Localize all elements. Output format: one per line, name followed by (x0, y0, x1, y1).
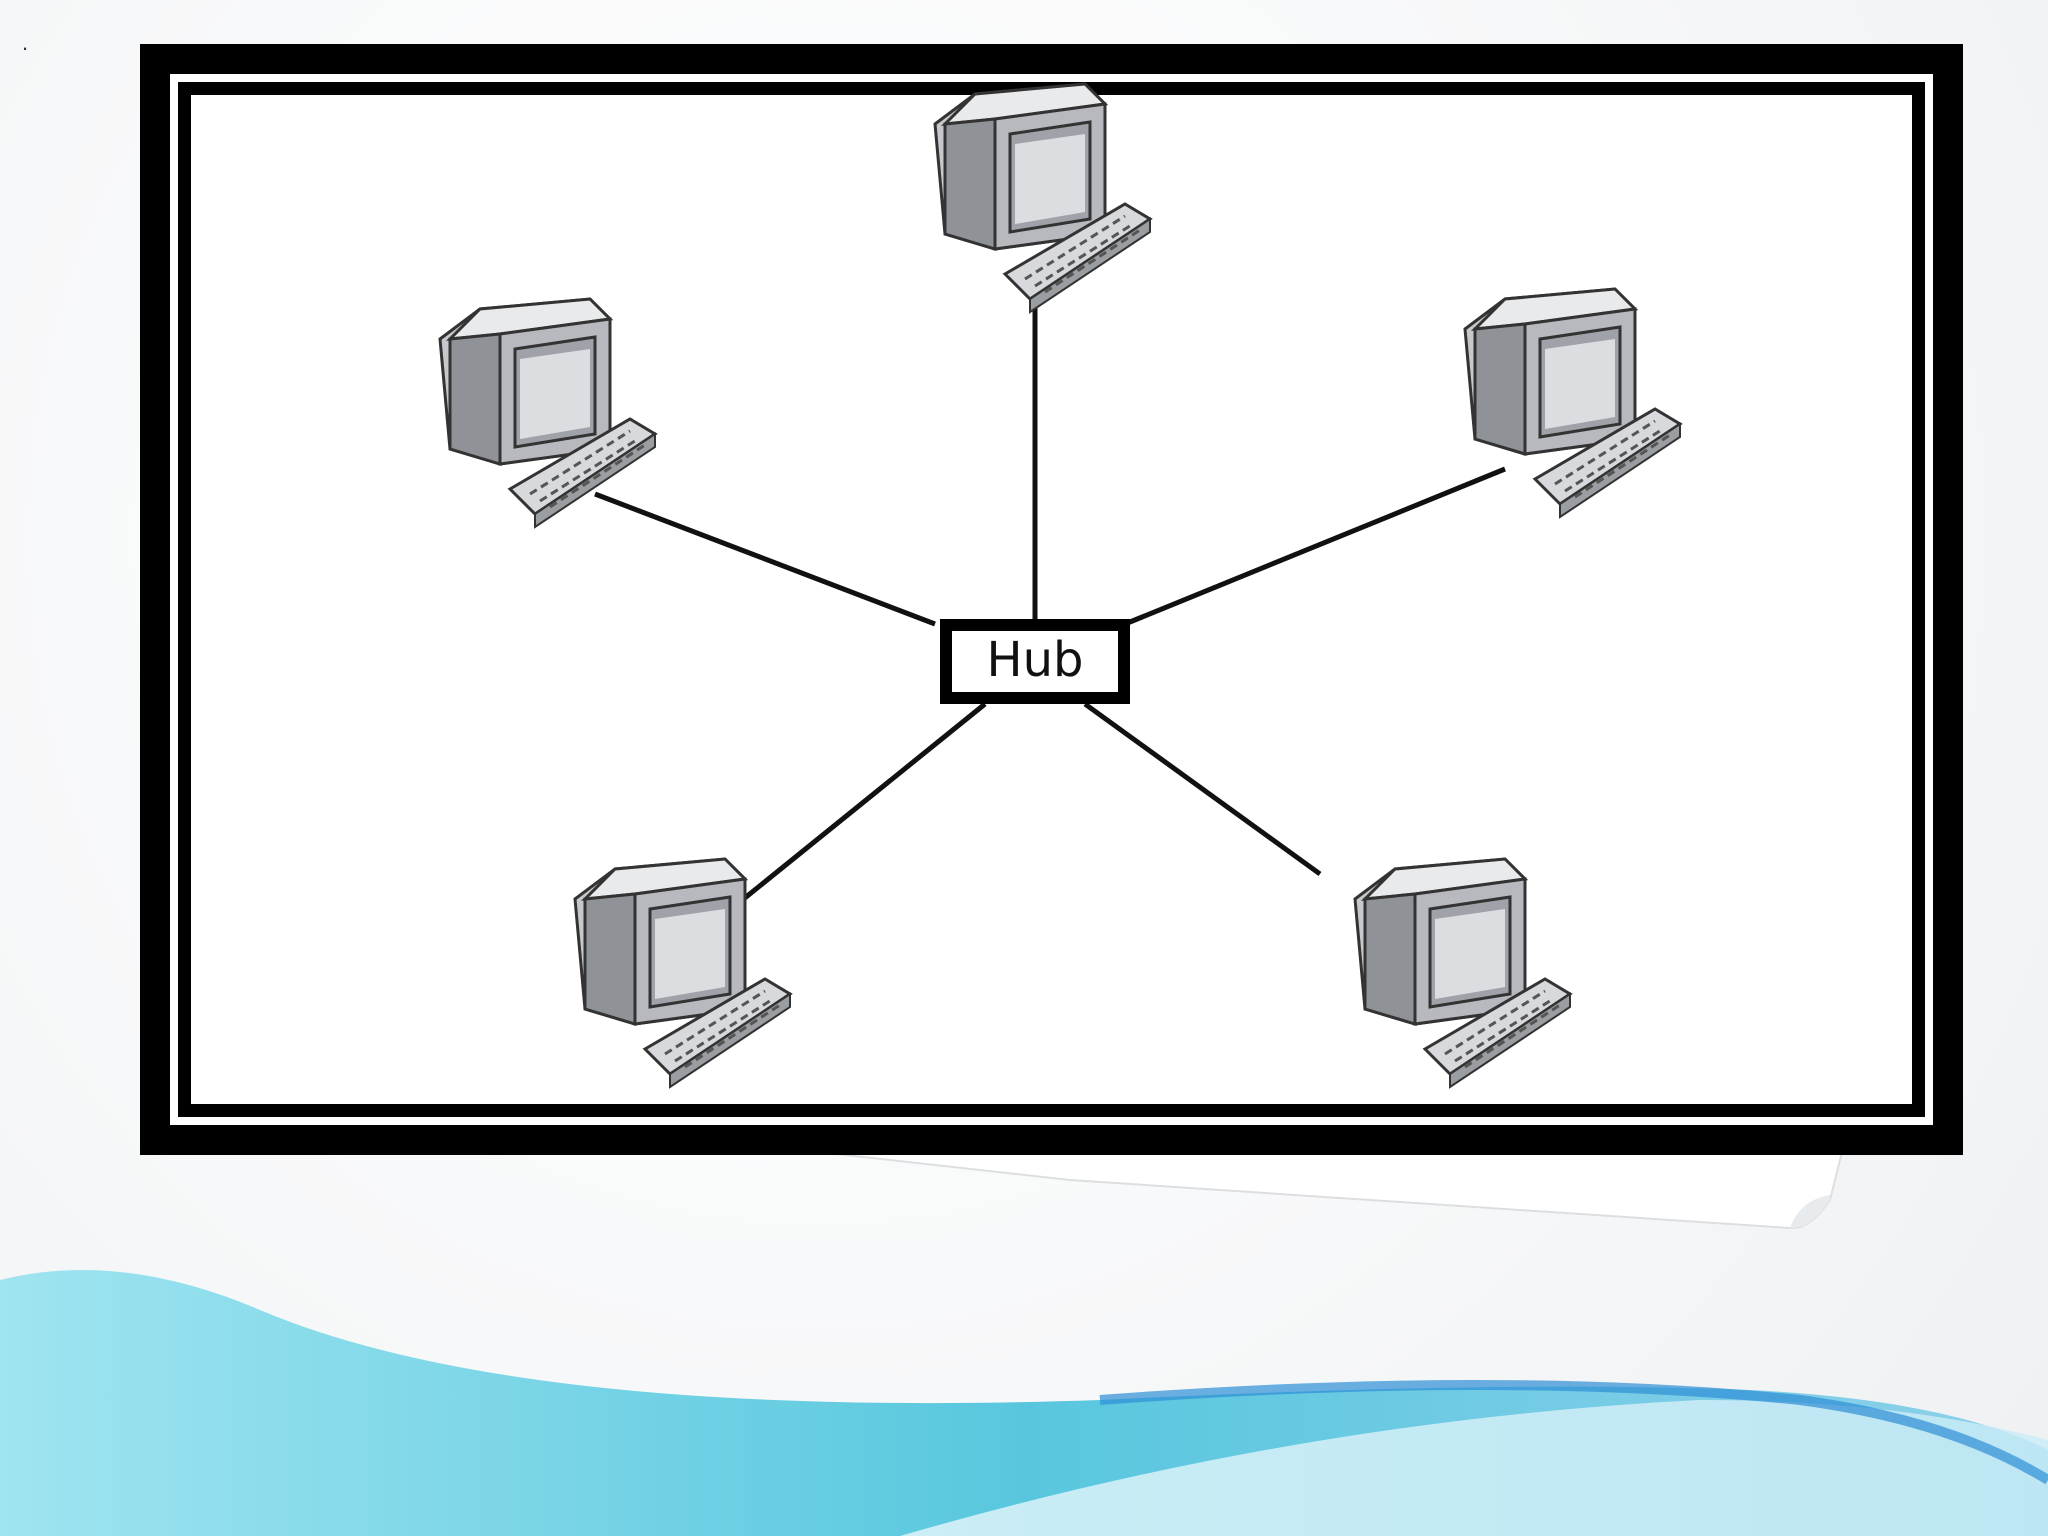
computer-upper-left (438, 297, 657, 529)
link-upper-right (1124, 466, 1506, 627)
computer-lower-right (1353, 857, 1572, 1089)
connection-lines (594, 299, 1506, 916)
hub-box: Hub (940, 619, 1130, 704)
decorative-wave (0, 1270, 2048, 1536)
link-upper-left (594, 491, 936, 627)
computer-lower-left (573, 857, 792, 1089)
computer-top (933, 82, 1152, 314)
frame-inner-border (170, 74, 1933, 1125)
computer-upper-right (1463, 287, 1682, 519)
hub-label: Hub (987, 632, 1084, 688)
link-lower-left (723, 702, 987, 916)
star-topology-diagram: Hub (438, 82, 1682, 1089)
link-lower-right (1083, 701, 1322, 877)
corner-mark: . (22, 30, 29, 55)
